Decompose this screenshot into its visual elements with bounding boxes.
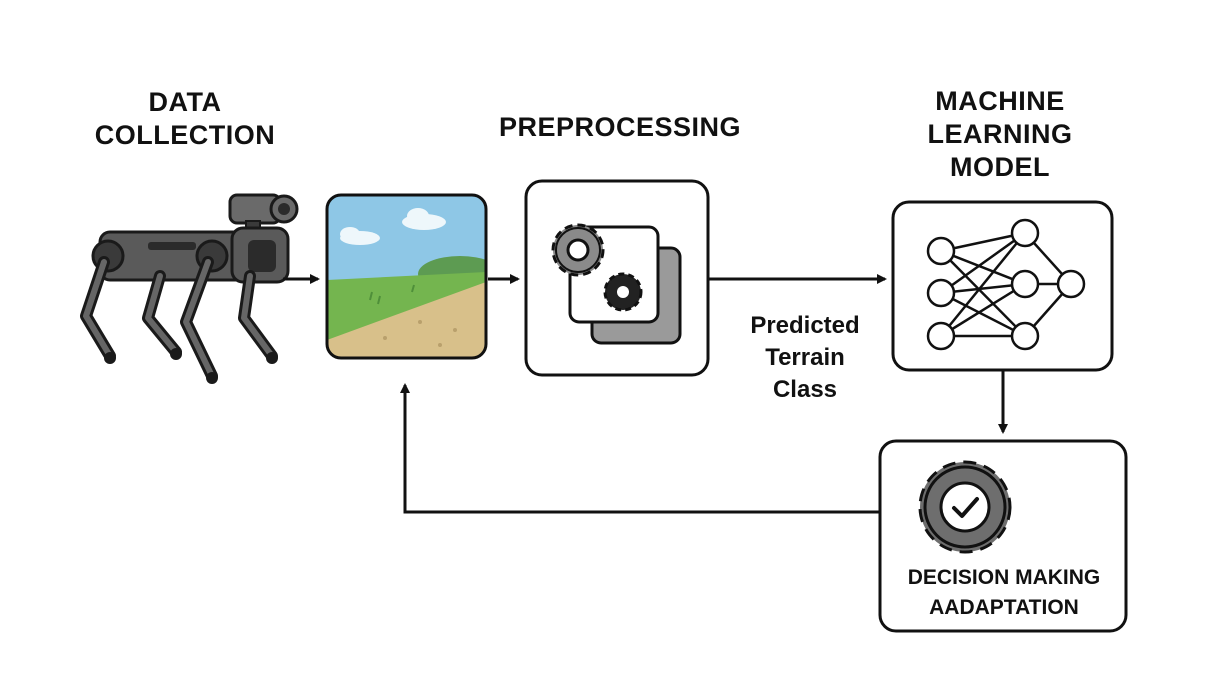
decision-making-title: DECISION MAKING AADAPTATION: [907, 566, 1101, 619]
decision-box: [878, 439, 1128, 633]
neural-network-icon: [926, 218, 1086, 351]
preprocessing-box: [524, 179, 710, 377]
gear-check-icon: [918, 460, 1012, 554]
preprocessing-title: PREPROCESSING: [498, 112, 742, 142]
ml-model-title: MACHINE LEARNING MODEL: [927, 86, 1073, 182]
predicted-terrain-class-label: Predicted Terrain Class: [750, 312, 860, 403]
quadruped-robot-icon: [80, 193, 299, 384]
data-collection-title: DATA COLLECTION: [94, 87, 276, 150]
ml-model-box: [891, 200, 1114, 372]
terrain-image-icon: [325, 193, 488, 360]
gears-icon: [551, 223, 682, 345]
feedback-arrow: [400, 383, 880, 514]
